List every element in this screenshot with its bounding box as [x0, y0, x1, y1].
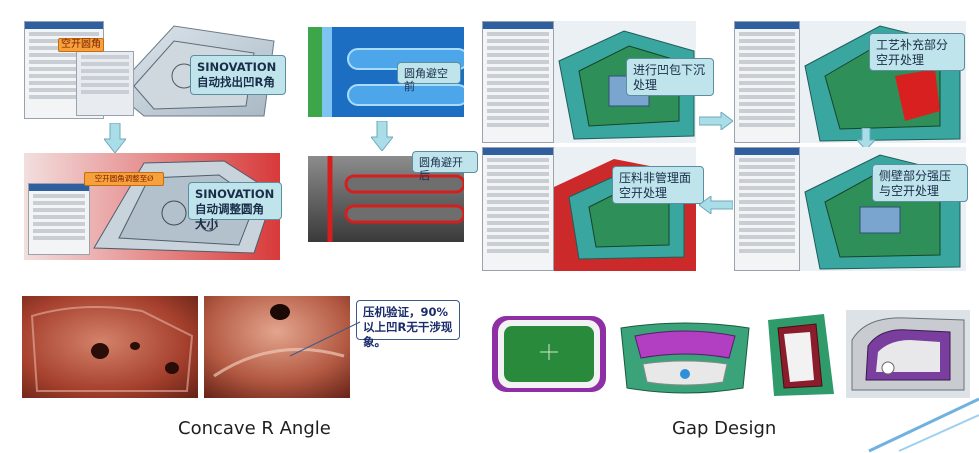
step1-panel — [482, 21, 554, 143]
callout-auto-adjust-r: SINOVATION自动调整圆角大小 — [188, 182, 282, 231]
pointer-line — [289, 321, 361, 357]
render-gap-1 — [490, 312, 608, 396]
orange-label-top: 空开圆角 — [58, 38, 104, 52]
render-gap-4 — [846, 310, 970, 398]
photo-press-part-2 — [204, 296, 350, 398]
render-gap-3 — [764, 310, 836, 398]
down-arrow-left — [104, 123, 126, 153]
down-arrow-middle — [371, 121, 393, 151]
render-gap-2 — [617, 318, 753, 398]
decorative-accent-lines — [868, 397, 979, 453]
step4-panel — [482, 147, 554, 271]
callout-step4: 压料非管理面空开处理 — [612, 166, 704, 204]
caption-gap-design: Gap Design — [672, 418, 777, 439]
param-panel — [76, 51, 134, 116]
down-arrow-right — [857, 128, 875, 150]
step3-panel — [734, 147, 800, 271]
callout-press-verify: 压机验证，90%以上凹R无干涉现象。 — [356, 300, 460, 349]
caption-concave-r-angle: Concave R Angle — [178, 418, 331, 439]
callout-round-before: 圆角避空前 — [397, 62, 461, 93]
callout-step3: 侧壁部分强压与空开处理 — [872, 164, 968, 202]
callout-step2: 工艺补充部分空开处理 — [869, 33, 965, 71]
callout-step1: 进行凹包下沉处理 — [626, 58, 714, 96]
callout-round-after: 圆角避开后 — [412, 151, 478, 182]
step2-panel — [734, 21, 800, 143]
right-arrow-1 — [699, 112, 733, 130]
property-panel-2 — [28, 183, 90, 255]
orange-label-mid: 空开圆角调整至Ø — [84, 172, 164, 186]
left-arrow-1 — [699, 196, 733, 214]
photo-press-part-1 — [22, 296, 198, 398]
callout-auto-find-r: SINOVATION自动找出凹R角 — [190, 55, 286, 95]
render-after-avoid — [308, 156, 464, 242]
